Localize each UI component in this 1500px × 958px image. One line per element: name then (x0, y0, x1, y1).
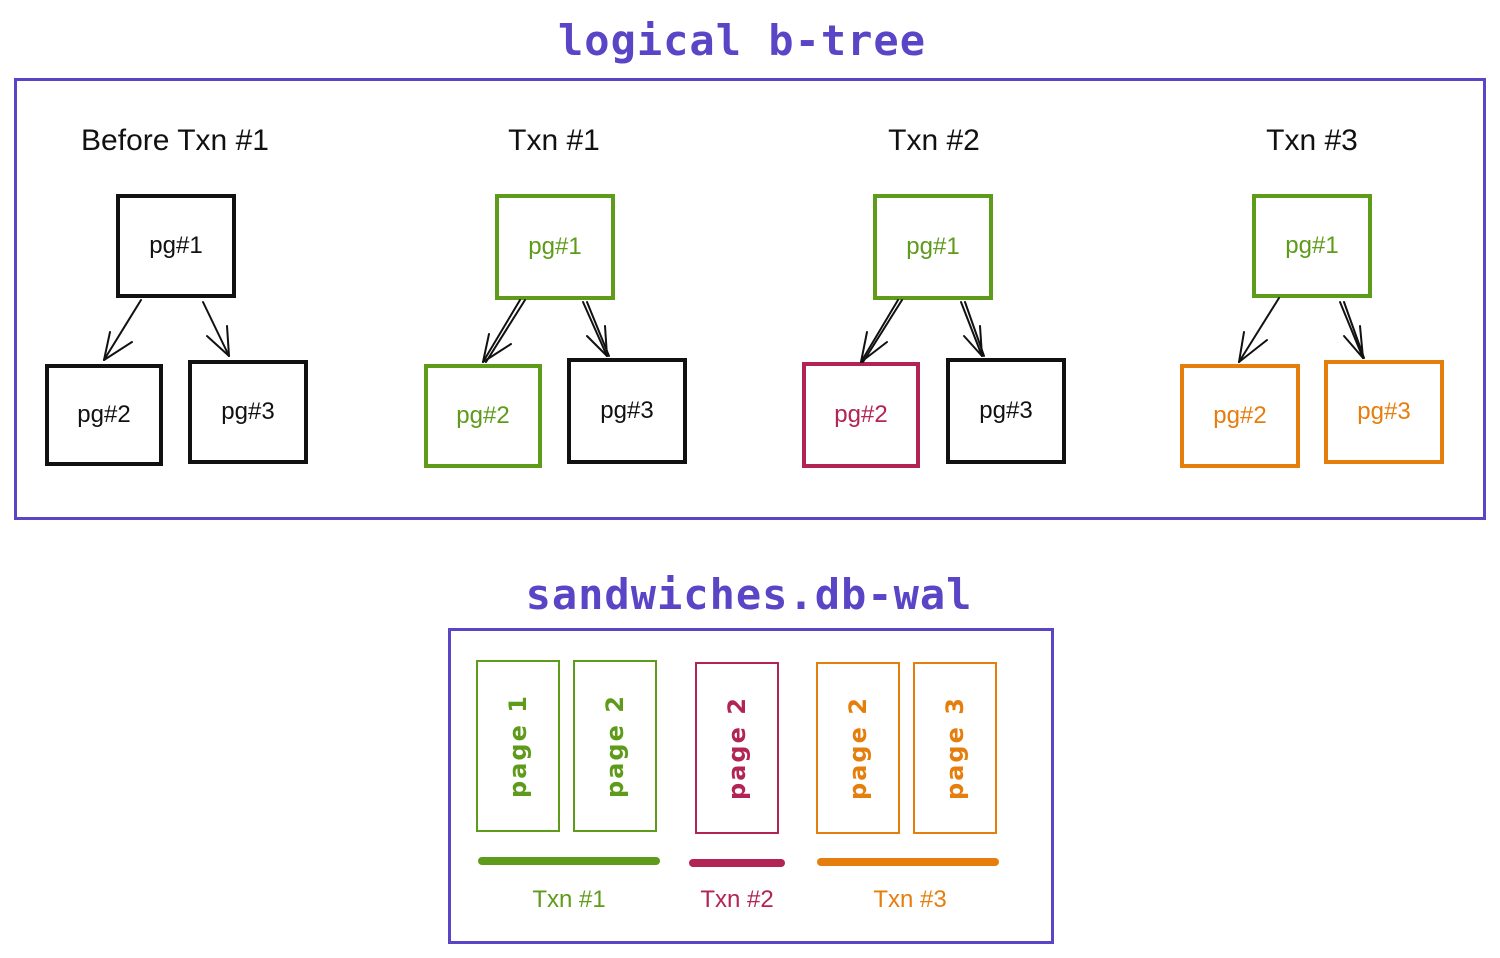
stage0-node-pg2: pg#2 (45, 364, 163, 466)
node-label: pg#3 (221, 398, 275, 425)
wal-page-label: page 1 (504, 694, 533, 798)
wal-page-label: page 2 (723, 696, 752, 800)
node-label: pg#2 (456, 402, 510, 429)
stage3-node-pg3: pg#3 (1324, 360, 1444, 464)
node-label: pg#1 (149, 232, 203, 259)
node-label: pg#2 (77, 401, 131, 428)
txn-3-bar (817, 858, 999, 866)
txn-3-label: Txn #3 (873, 886, 947, 913)
stage2-node-pg3: pg#3 (946, 358, 1066, 464)
wal-page-label: page 2 (844, 696, 873, 800)
node-label: pg#3 (979, 397, 1033, 424)
stage-label-txn-3: Txn #3 (1266, 124, 1358, 157)
stage1-node-pg1: pg#1 (495, 194, 615, 300)
stage1-node-pg3: pg#3 (567, 358, 687, 464)
txn-1-bar (478, 857, 660, 865)
stage2-node-pg1: pg#1 (873, 194, 993, 300)
stage-label-before-txn-1: Before Txn #1 (81, 124, 269, 157)
node-label: pg#1 (528, 233, 582, 260)
stage2-node-pg2: pg#2 (802, 362, 920, 468)
txn-2-label: Txn #2 (700, 886, 774, 913)
node-label: pg#3 (600, 397, 654, 424)
node-label: pg#1 (1285, 232, 1339, 259)
node-label: pg#2 (834, 401, 888, 428)
txn-2-bar (689, 859, 785, 867)
stage-label-txn-2: Txn #2 (888, 124, 980, 157)
stage3-node-pg2: pg#2 (1180, 364, 1300, 468)
logical-btree-frame (14, 78, 1486, 520)
stage-label-txn-1: Txn #1 (508, 124, 600, 157)
txn-1-label: Txn #1 (532, 886, 606, 913)
wal-page: page 2 (816, 662, 900, 834)
node-label: pg#2 (1213, 402, 1267, 429)
wal-page: page 2 (573, 660, 657, 832)
stage3-node-pg1: pg#1 (1252, 194, 1372, 298)
wal-page: page 2 (695, 662, 779, 834)
wal-page-label: page 3 (941, 696, 970, 800)
logical-btree-title: logical b-tree (557, 16, 927, 65)
stage0-node-pg3: pg#3 (188, 360, 308, 464)
wal-page: page 3 (913, 662, 997, 834)
wal-frame (448, 628, 1054, 944)
wal-page-label: page 2 (601, 694, 630, 798)
stage0-node-pg1: pg#1 (116, 194, 236, 298)
node-label: pg#1 (906, 233, 960, 260)
node-label: pg#3 (1357, 398, 1411, 425)
wal-page: page 1 (476, 660, 560, 832)
stage1-node-pg2: pg#2 (424, 364, 542, 468)
wal-title: sandwiches.db-wal (525, 570, 973, 619)
